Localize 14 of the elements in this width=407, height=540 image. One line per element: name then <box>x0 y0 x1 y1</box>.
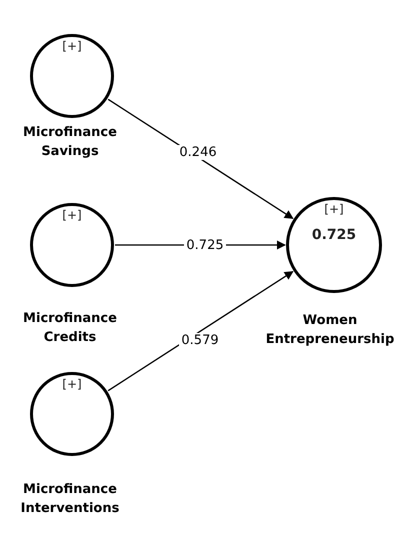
edge-label: 0.579 <box>179 332 221 348</box>
expand-marker: [+] <box>323 202 345 216</box>
expand-marker: [+] <box>61 208 83 222</box>
expand-marker: [+] <box>61 39 83 53</box>
edge-label: 0.725 <box>184 238 226 252</box>
expand-marker: [+] <box>61 377 83 391</box>
construct-label: Women Entrepreneurship <box>264 312 396 349</box>
construct-label: Microfinance Savings <box>22 124 118 161</box>
r-squared-value: 0.725 <box>310 227 358 243</box>
construct-label: Microfinance Credits <box>22 310 118 347</box>
arrow <box>108 98 294 219</box>
arrow <box>108 271 294 392</box>
edge-label: 0.246 <box>177 144 219 160</box>
construct-label: Microfinance Interventions <box>20 481 120 518</box>
